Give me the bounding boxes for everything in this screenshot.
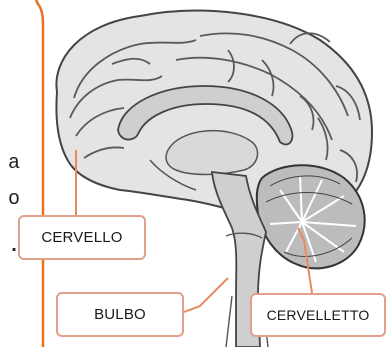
leader-bulbo (184, 278, 228, 312)
label-cervello: CERVELLO (18, 215, 146, 260)
label-bulbo: BULBO (56, 292, 184, 337)
label-cervelletto: CERVELLETTO (250, 293, 386, 337)
page-border-line (36, 0, 43, 347)
